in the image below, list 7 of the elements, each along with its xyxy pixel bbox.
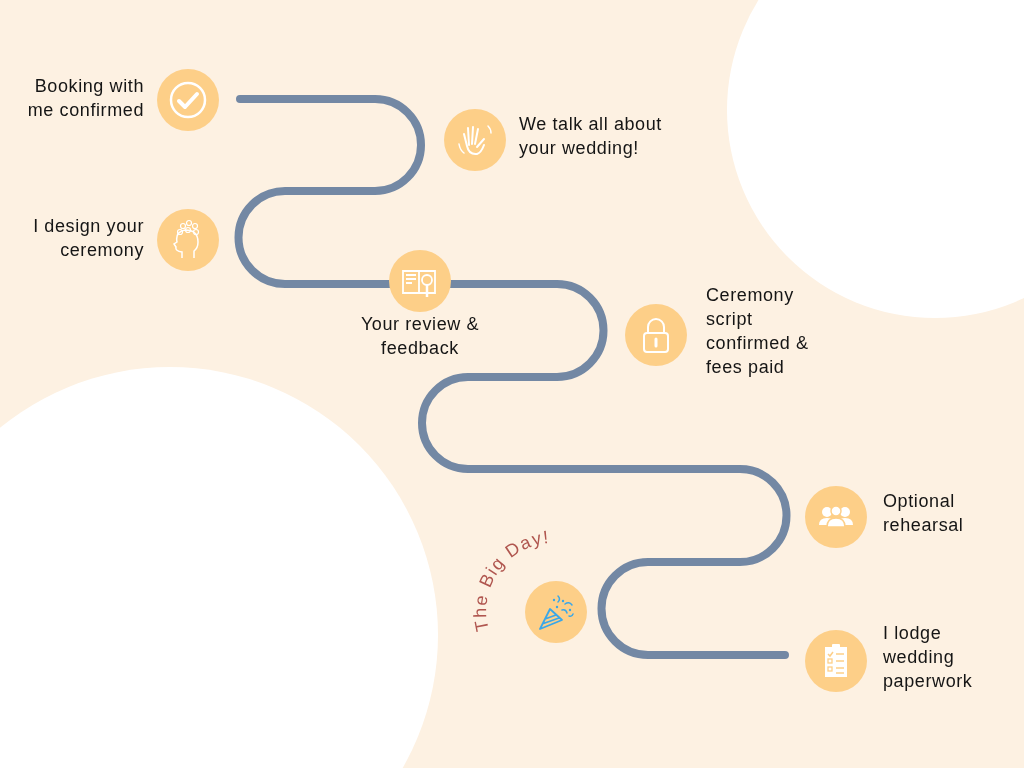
step-label: Your review & feedback <box>359 313 481 360</box>
step-label: We talk all about your wedding! <box>519 113 663 160</box>
step-label: Booking with me confirmed <box>26 75 144 122</box>
step-label: Optional rehearsal <box>883 490 965 537</box>
step-label: I design your ceremony <box>32 215 144 262</box>
step-label: Ceremony script confirmed & fees paid <box>706 284 810 379</box>
step-label: I lodge wedding paperwork <box>883 622 974 693</box>
